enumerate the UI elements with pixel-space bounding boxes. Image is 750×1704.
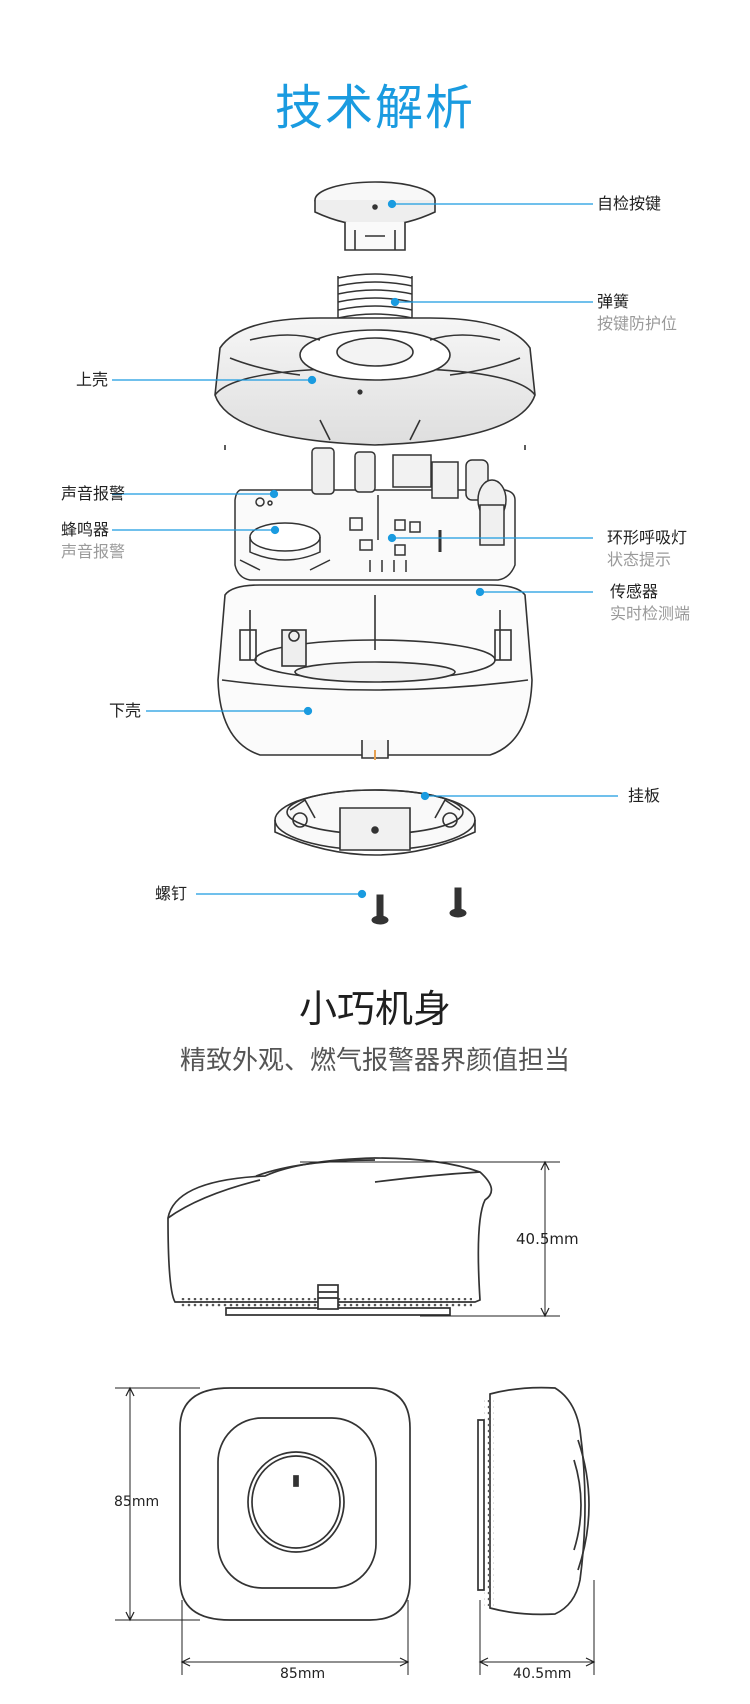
dim-top-width: 85mm	[280, 1666, 326, 1682]
label-sensor-sub: 实时检测端	[610, 604, 691, 623]
leader-lines	[112, 199, 618, 899]
part-pcb	[234, 447, 516, 581]
section-title-compact: 小巧机身	[298, 987, 451, 1031]
label-self-test-button: 自检按键	[597, 194, 662, 213]
side-view-drawing	[477, 1386, 590, 1616]
label-upper-shell: 上壳	[76, 370, 109, 389]
label-sound-alarm: 声音报警	[61, 484, 126, 503]
dim-top-height: 85mm	[114, 1494, 160, 1510]
label-buzzer: 蜂鸣器	[61, 520, 110, 539]
label-sensor: 传感器	[610, 582, 659, 601]
part-screws	[371, 887, 467, 925]
side-view-dim	[478, 1580, 596, 1675]
part-lower-shell	[217, 584, 533, 760]
label-spring-sub: 按键防护位	[597, 314, 678, 333]
section-title-tech: 技术解析	[274, 80, 475, 136]
part-upper-shell	[214, 317, 536, 450]
front-view-dim	[300, 1160, 560, 1318]
top-view-dims	[115, 1386, 410, 1675]
label-screw: 螺钉	[155, 884, 188, 903]
label-lower-shell: 下壳	[109, 701, 142, 720]
front-view-drawing	[167, 1157, 493, 1316]
part-mount-plate	[274, 789, 476, 856]
top-view-drawing	[179, 1387, 411, 1621]
label-ring-light: 环形呼吸灯	[607, 528, 688, 547]
section-subtitle-compact: 精致外观、燃气报警器界颜值担当	[179, 1046, 570, 1076]
label-ring-light-sub: 状态提示	[607, 550, 672, 569]
label-buzzer-sub: 声音报警	[61, 542, 126, 561]
part-self-test-button	[314, 181, 436, 251]
label-mount-plate: 挂板	[628, 786, 661, 805]
dim-front-height: 40.5mm	[516, 1230, 579, 1248]
dim-side-width: 40.5mm	[513, 1666, 572, 1682]
label-spring: 弹簧	[597, 292, 630, 311]
